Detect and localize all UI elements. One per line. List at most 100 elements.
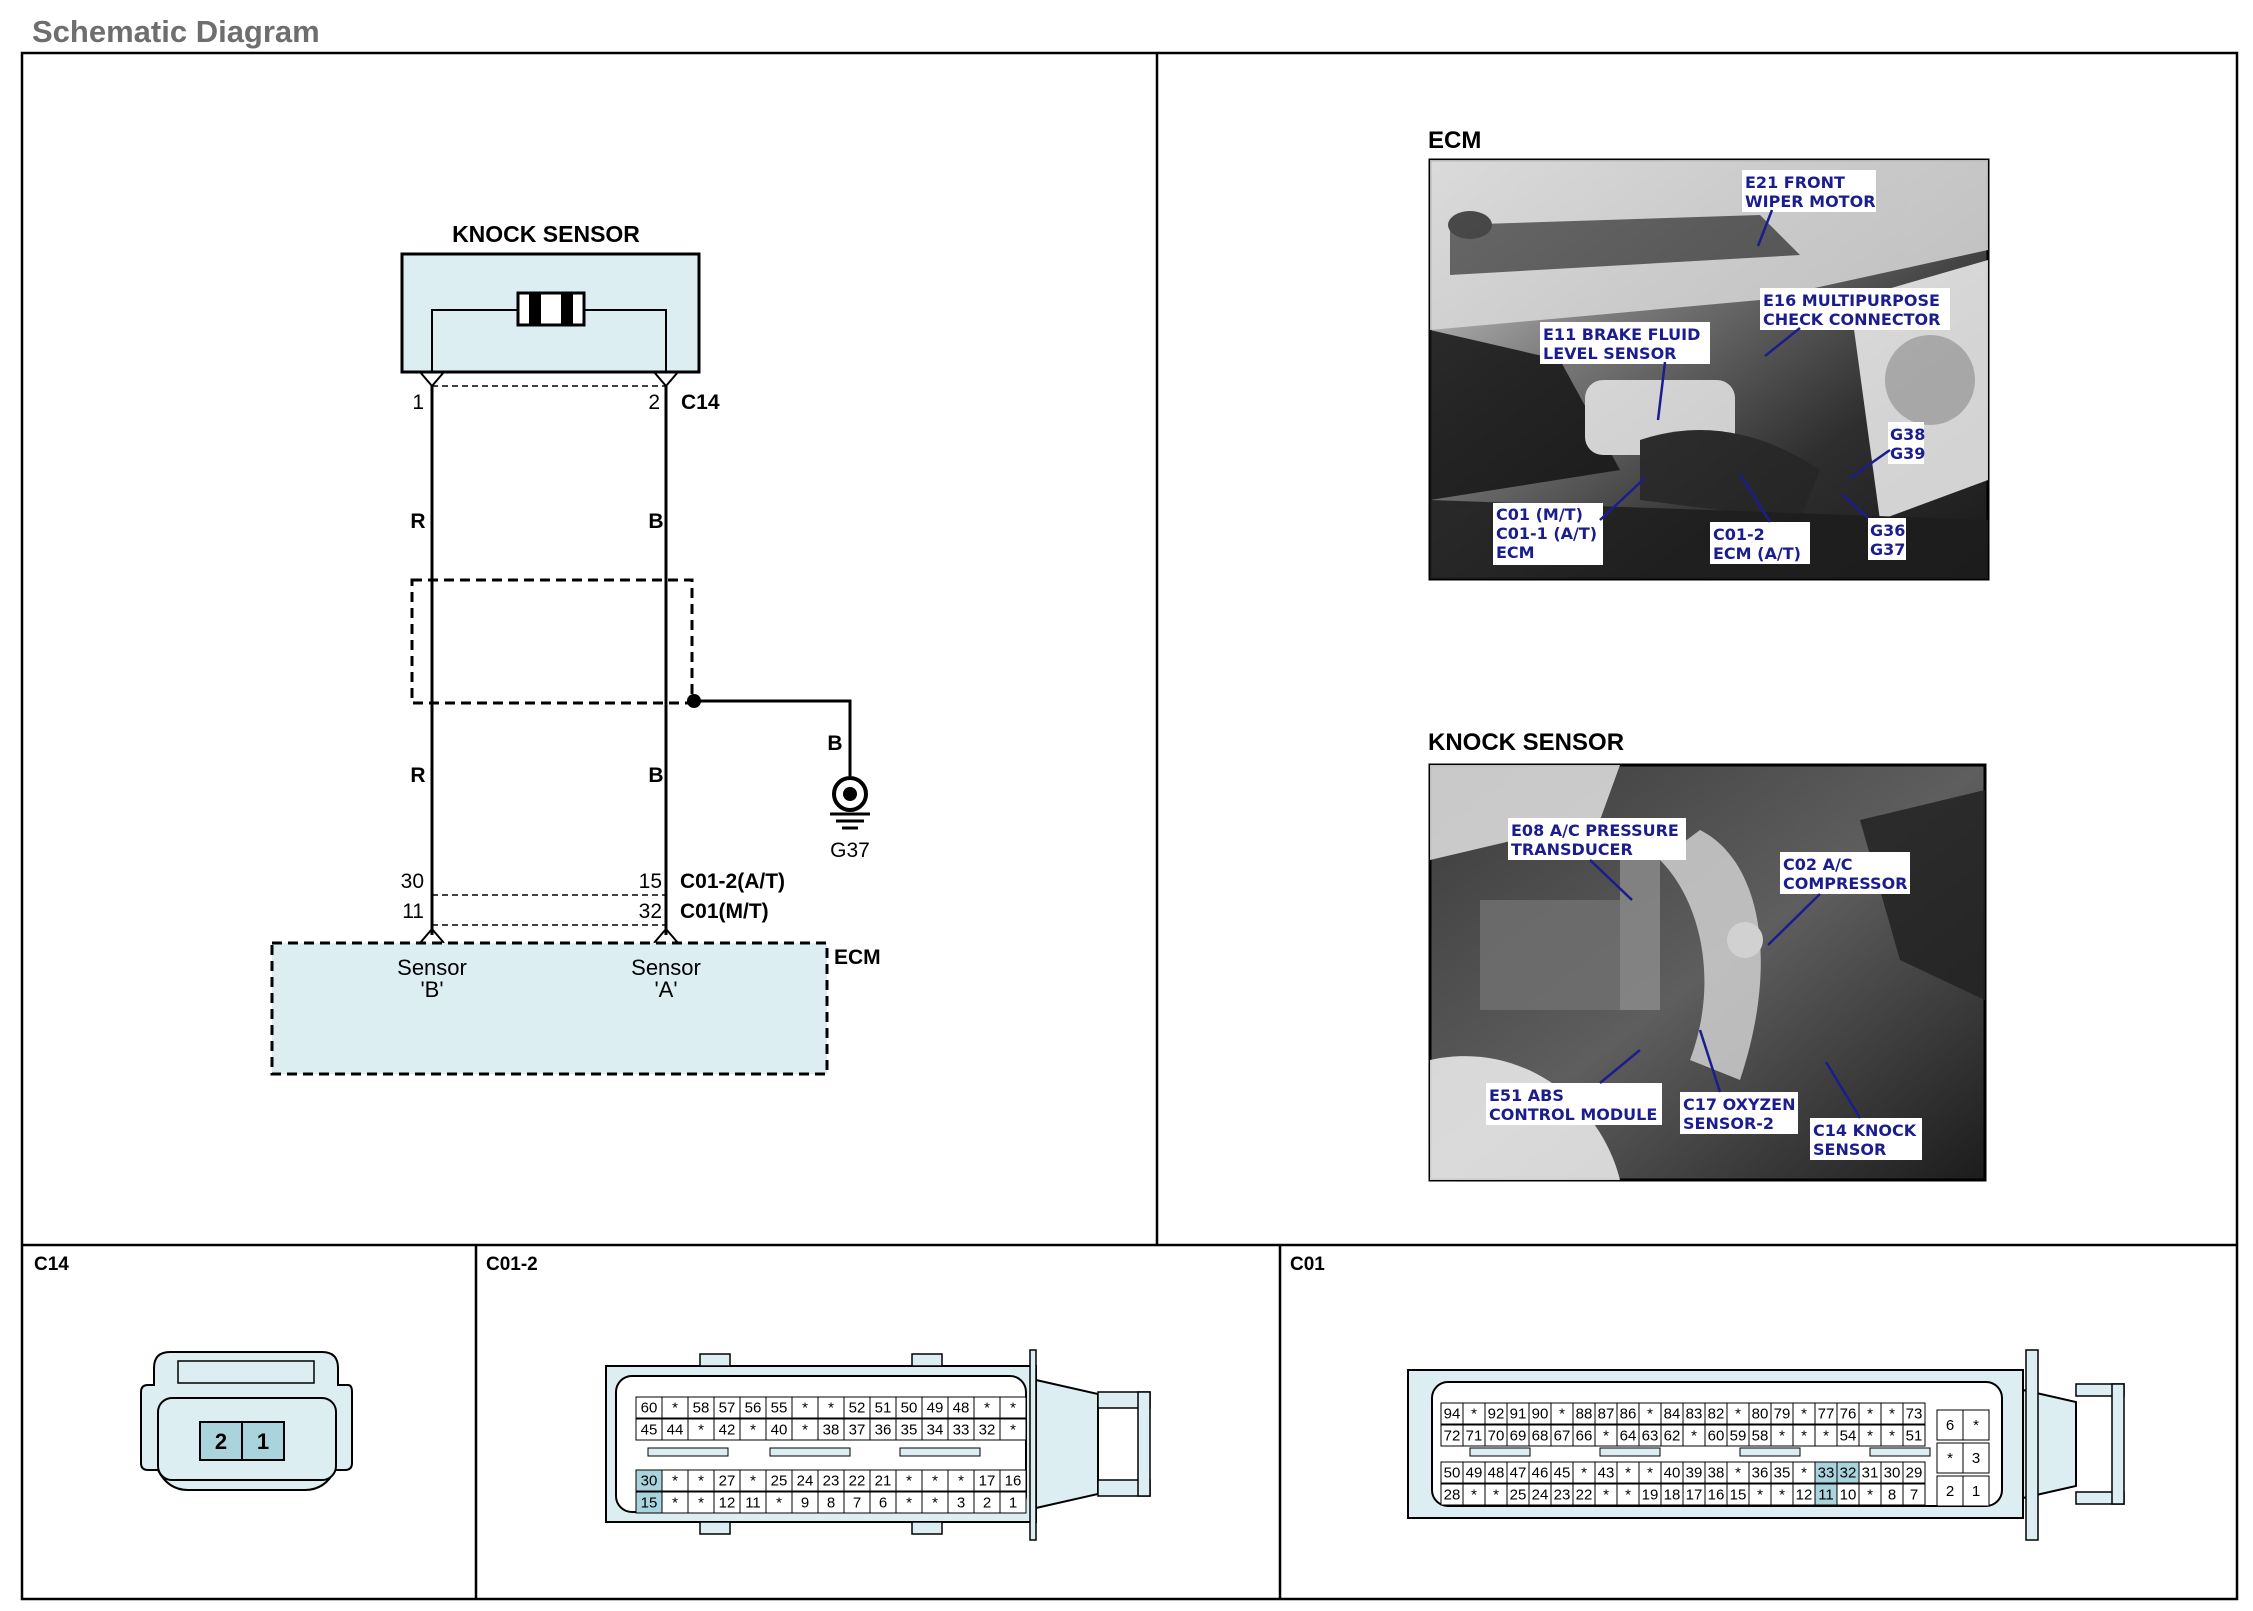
wire-harness xyxy=(430,386,852,935)
shield-box xyxy=(410,578,694,705)
photo-callout: C02 A/C COMPRESSOR xyxy=(1767,852,1910,946)
connector-heading: C14 xyxy=(34,1254,69,1275)
pin-number: 8 xyxy=(827,1495,835,1512)
pin-number: 32 xyxy=(979,1422,996,1439)
pin-number: 49 xyxy=(927,1400,944,1417)
sensor-element-symbol xyxy=(516,291,586,327)
pin-number: 37 xyxy=(849,1422,866,1439)
pin-number: 57 xyxy=(719,1400,736,1417)
pin-number: 83 xyxy=(1686,1406,1703,1423)
svg-text:SENSOR: SENSOR xyxy=(1813,1140,1886,1159)
pin-number: 29 xyxy=(1906,1465,1923,1482)
svg-text:C01 (M/T): C01 (M/T) xyxy=(1496,505,1583,524)
pin-number: * xyxy=(932,1495,938,1512)
wire-color-label: B xyxy=(648,764,663,787)
pin-number: 58 xyxy=(693,1400,710,1417)
pin-number: 60 xyxy=(641,1400,658,1417)
connector-label: C01-2(A/T) xyxy=(680,870,785,893)
pin-number: * xyxy=(1779,1487,1785,1504)
pin-number: 56 xyxy=(745,1400,762,1417)
pin-number: 87 xyxy=(1598,1406,1615,1423)
pin-number: * xyxy=(672,1473,678,1490)
pin-number: * xyxy=(1735,1406,1741,1423)
pin-number: * xyxy=(1801,1465,1807,1482)
pin-number: 64 xyxy=(1620,1428,1637,1445)
photo-callout: C17 OXYZEN SENSOR-2 xyxy=(1680,1029,1798,1134)
pin-cell xyxy=(1962,1475,1990,1507)
pin-number: 68 xyxy=(1532,1428,1549,1445)
pin-number: 43 xyxy=(1598,1465,1615,1482)
pin-number: 16 xyxy=(1005,1473,1022,1490)
wire-color-label: R xyxy=(410,510,425,533)
schematic-panel: KNOCK SENSOR 1 2 C14 R B R B B xyxy=(270,221,881,1076)
pin-number: * xyxy=(1471,1406,1477,1423)
pin-number: 7 xyxy=(853,1495,861,1512)
svg-text:LEVEL SENSOR: LEVEL SENSOR xyxy=(1543,344,1677,363)
pin-number: 2 xyxy=(983,1495,991,1512)
pin-number: 79 xyxy=(1774,1406,1791,1423)
pin-number: * xyxy=(1603,1428,1609,1445)
connector-heading: C01-2 xyxy=(486,1254,538,1275)
pin-number: 51 xyxy=(875,1400,892,1417)
pin-number: 46 xyxy=(1532,1465,1549,1482)
pin-number: 17 xyxy=(1686,1487,1703,1504)
pin-number: * xyxy=(1973,1417,1979,1434)
pin-number: 73 xyxy=(1906,1406,1923,1423)
pin-number: 3 xyxy=(957,1495,965,1512)
connector-c14-view: C14 2 1 xyxy=(34,1254,353,1491)
ground-label: G37 xyxy=(830,839,870,862)
pin-number: 54 xyxy=(1840,1428,1857,1445)
pin-number: * xyxy=(1801,1406,1807,1423)
pin-number: 3 xyxy=(1972,1450,1980,1467)
pin-cell xyxy=(1936,1409,1964,1441)
pin-number: 28 xyxy=(1444,1487,1461,1504)
pin-number: * xyxy=(1603,1487,1609,1504)
pin-number: 23 xyxy=(1554,1487,1571,1504)
pin-number: 30 xyxy=(1884,1465,1901,1482)
pin-number: 88 xyxy=(1576,1406,1593,1423)
photo-callout: C01 (M/T) C01-1 (A/T) ECM xyxy=(1493,477,1646,565)
pin-cell xyxy=(1962,1442,1990,1474)
pin-number: * xyxy=(802,1400,808,1417)
pin-number: 23 xyxy=(823,1473,840,1490)
pin-number: 44 xyxy=(667,1422,684,1439)
pin-number: 47 xyxy=(1510,1465,1527,1482)
pin-number: 92 xyxy=(1488,1406,1505,1423)
pin-number: * xyxy=(1647,1465,1653,1482)
pin-number: 42 xyxy=(719,1422,736,1439)
pin-number: 48 xyxy=(953,1400,970,1417)
svg-text:WIPER MOTOR: WIPER MOTOR xyxy=(1745,192,1876,211)
svg-text:COMPRESSOR: COMPRESSOR xyxy=(1783,874,1908,893)
svg-text:C17 OXYZEN: C17 OXYZEN xyxy=(1683,1095,1795,1114)
svg-text:C01-1 (A/T): C01-1 (A/T) xyxy=(1496,524,1597,543)
pin-cell xyxy=(1936,1442,1964,1474)
pin-number: 90 xyxy=(1532,1406,1549,1423)
svg-text:ECM (A/T): ECM (A/T) xyxy=(1713,544,1801,563)
pin-number: 55 xyxy=(771,1400,788,1417)
pin-number: * xyxy=(698,1495,704,1512)
pin-cell xyxy=(1902,1402,1926,1425)
pin-number: 40 xyxy=(771,1422,788,1439)
pin-number: 1 xyxy=(1009,1495,1017,1512)
pin-number: 16 xyxy=(1708,1487,1725,1504)
pin-number: * xyxy=(932,1473,938,1490)
pin-number: * xyxy=(1691,1428,1697,1445)
pin-number: * xyxy=(958,1473,964,1490)
pin-number: 39 xyxy=(1686,1465,1703,1482)
pin-number: 67 xyxy=(1554,1428,1571,1445)
pin-number: 33 xyxy=(1818,1465,1835,1482)
pin-number: 15 xyxy=(641,1495,658,1512)
pin-number: * xyxy=(1889,1428,1895,1445)
pin-label: 32 xyxy=(639,900,662,923)
wire-color-label: B xyxy=(648,510,663,533)
pin-cell xyxy=(999,1396,1027,1419)
pin-number: * xyxy=(1581,1465,1587,1482)
pin-number: * xyxy=(1735,1465,1741,1482)
pin-number: 86 xyxy=(1620,1406,1637,1423)
sensor-b-label: Sensor xyxy=(397,955,467,980)
pin-number: 30 xyxy=(641,1473,658,1490)
pin-number: 50 xyxy=(901,1400,918,1417)
